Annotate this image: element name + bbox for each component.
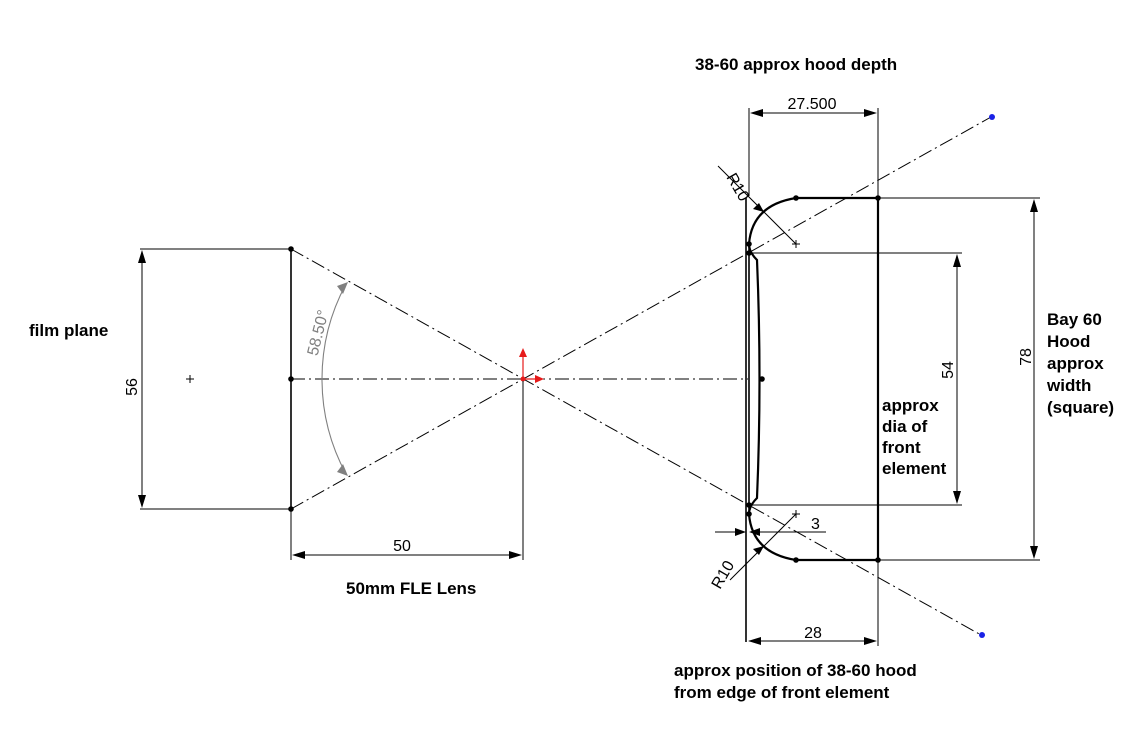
lens-label: 50mm FLE Lens xyxy=(346,579,476,598)
radius-bottom-leader xyxy=(729,513,797,581)
offset-dimension xyxy=(715,528,826,536)
fle-dim: 50 xyxy=(393,538,411,555)
front-element-dim: 54 xyxy=(940,361,957,379)
ray-endpoint-top xyxy=(989,114,995,120)
radius-top-leader xyxy=(717,165,797,245)
front-element-dimension xyxy=(751,252,962,506)
hood-width-note-line3: approx xyxy=(1047,354,1104,373)
hood-position-note-line1: approx position of 38-60 hood xyxy=(674,661,917,680)
front-element-note-line4: element xyxy=(882,459,947,478)
hood-width-note-line4: width xyxy=(1046,376,1091,395)
fle-dimension xyxy=(290,381,524,560)
hood-width-dim: 78 xyxy=(1018,348,1035,366)
lens-origin-marker xyxy=(519,348,544,383)
hood-width-note-line2: Hood xyxy=(1047,332,1090,351)
front-element-note-line1: approx xyxy=(882,396,939,415)
ray-lines xyxy=(290,114,995,638)
offset-dim: 3 xyxy=(811,516,820,533)
front-element-geometry xyxy=(745,195,881,642)
film-plane-geometry xyxy=(138,246,294,512)
hood-position-dim: 28 xyxy=(804,625,822,642)
hood-position-dimension xyxy=(748,562,879,646)
hood-width-dimension xyxy=(880,197,1040,561)
ray-endpoint-bottom xyxy=(979,632,985,638)
angle-dimension xyxy=(321,282,348,476)
front-element-note-line3: front xyxy=(882,438,921,457)
hood-depth-dimension xyxy=(748,108,879,196)
radius-top-dim: R10 xyxy=(723,171,752,205)
angle-dim: 58.50° xyxy=(305,308,333,357)
hood-width-note-line1: Bay 60 xyxy=(1047,310,1102,329)
front-element-note-line2: dia of xyxy=(882,417,928,436)
film-plane-label: film plane xyxy=(29,321,108,340)
radius-bottom-dim: R10 xyxy=(709,558,738,592)
hood-depth-title: 38-60 approx hood depth xyxy=(695,55,897,74)
film-height-dim: 56 xyxy=(124,378,141,396)
hood-depth-dim: 27.500 xyxy=(788,96,837,113)
hood-position-note-line2: from edge of front element xyxy=(674,683,890,702)
hood-width-note-line5: (square) xyxy=(1047,398,1114,417)
